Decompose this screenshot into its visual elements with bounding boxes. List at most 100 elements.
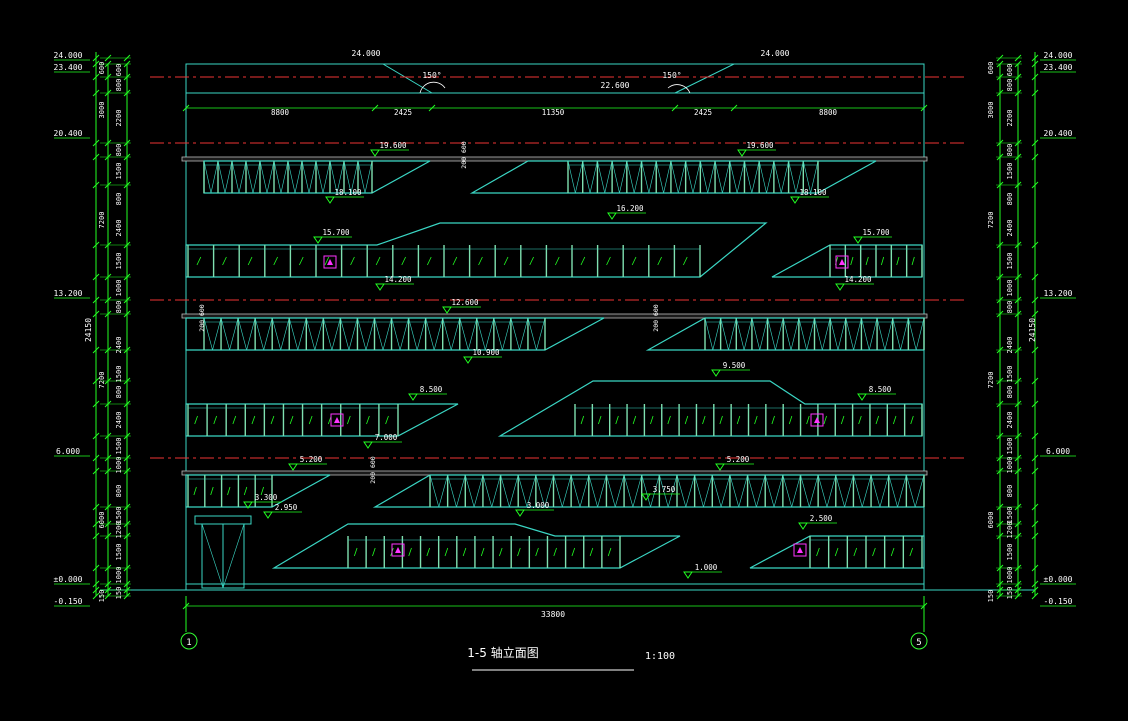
band-outline	[749, 535, 925, 569]
brace	[788, 160, 797, 194]
top-dim: 2425	[394, 108, 412, 117]
brace	[365, 317, 375, 351]
level-tag: 15.700	[853, 228, 892, 244]
brace	[803, 160, 811, 194]
side-dim: 200 600	[652, 304, 660, 331]
level-value: 3.000	[527, 501, 550, 510]
dim-tick	[1031, 346, 1039, 354]
floor-dim-left: 1500	[115, 366, 123, 383]
level-tag: 10.900	[463, 348, 502, 364]
level-value: 12.600	[451, 298, 479, 307]
brace	[502, 317, 512, 351]
glass-mark	[788, 415, 793, 425]
brace	[814, 317, 823, 351]
brace	[619, 160, 628, 194]
brace	[467, 317, 478, 351]
storey-dim-right: 600	[987, 62, 995, 75]
brace	[822, 317, 831, 351]
roof-slope-left	[186, 63, 433, 94]
brace	[648, 160, 657, 194]
level-value: 19.600	[379, 141, 407, 150]
dim-tick	[182, 104, 190, 112]
dim-tick	[1031, 580, 1039, 588]
brace	[203, 317, 213, 351]
brace	[588, 474, 598, 508]
floor-dim-right: 800	[1006, 79, 1014, 92]
elevation-right: -0.150	[1044, 597, 1073, 606]
brace	[509, 474, 519, 508]
brace	[288, 317, 299, 351]
brace	[795, 160, 804, 194]
brace	[641, 160, 650, 194]
level-tag: 3.750	[641, 485, 680, 501]
floor-dim-right: 1500	[1006, 163, 1014, 180]
glass-mark	[607, 547, 612, 557]
floor-dim-right: 800	[1006, 301, 1014, 314]
brace	[364, 160, 373, 194]
brace	[425, 317, 435, 351]
brace	[685, 160, 694, 194]
brace	[575, 160, 583, 194]
brace	[759, 317, 768, 351]
brace	[280, 160, 289, 194]
brace	[408, 317, 418, 351]
floor-dim-left: 1500	[115, 253, 123, 270]
brace	[844, 474, 854, 508]
elevation-right: 13.200	[1044, 289, 1073, 298]
brace	[476, 317, 486, 351]
side-dim: 200 600	[369, 456, 377, 483]
floor-dim-left: 800	[115, 193, 123, 206]
brace	[879, 474, 890, 508]
level-tag: 3.300	[243, 493, 282, 509]
brace	[579, 474, 590, 508]
glass-mark	[823, 415, 827, 425]
dim-tick	[1031, 586, 1039, 594]
glass-mark	[865, 256, 869, 266]
marker-symbol	[814, 417, 820, 423]
floor-dim-right: 600	[1006, 64, 1014, 77]
dim-tick	[92, 377, 100, 385]
floor-dim-left: 800	[115, 79, 123, 92]
level-triangle	[325, 196, 335, 204]
brace	[604, 160, 613, 194]
glass-mark	[251, 415, 256, 425]
glass-mark	[719, 415, 723, 425]
glass-mark	[222, 256, 227, 266]
level-triangle	[711, 369, 721, 377]
brace	[853, 317, 862, 351]
roof-eave: 22.600	[601, 81, 630, 90]
brace	[544, 474, 554, 508]
glass-mark	[615, 415, 619, 425]
door-canopy	[194, 515, 252, 525]
glass-mark	[909, 547, 914, 557]
brace	[744, 160, 753, 194]
elevation-left: 13.200	[54, 289, 83, 298]
brace	[510, 317, 520, 351]
marker-symbol	[327, 259, 333, 265]
floor-dim-right: 800	[1006, 193, 1014, 206]
brace	[853, 474, 863, 508]
storey-dim-left: 150	[98, 590, 106, 603]
brace	[659, 474, 669, 508]
glass-mark	[444, 547, 449, 557]
floor-dim-left: 600	[115, 64, 123, 77]
door-swing	[222, 523, 245, 589]
floor-dim-left: 1000	[115, 457, 123, 474]
brace	[238, 160, 247, 194]
floor-dim-left: 800	[115, 144, 123, 157]
band-outline	[185, 317, 605, 351]
band-f2b-left	[185, 474, 331, 508]
brace	[888, 474, 898, 508]
floor-dim-left: 800	[115, 485, 123, 498]
brace	[773, 160, 782, 194]
brace	[704, 317, 714, 351]
marker-symbol	[797, 547, 803, 553]
brace	[722, 160, 731, 194]
level-tag: 14.200	[375, 275, 414, 291]
brace	[743, 317, 753, 351]
floor-dim-left: 150	[115, 587, 123, 600]
brace	[306, 317, 316, 351]
brace	[482, 474, 493, 508]
brace	[892, 317, 901, 351]
brace	[791, 474, 801, 508]
